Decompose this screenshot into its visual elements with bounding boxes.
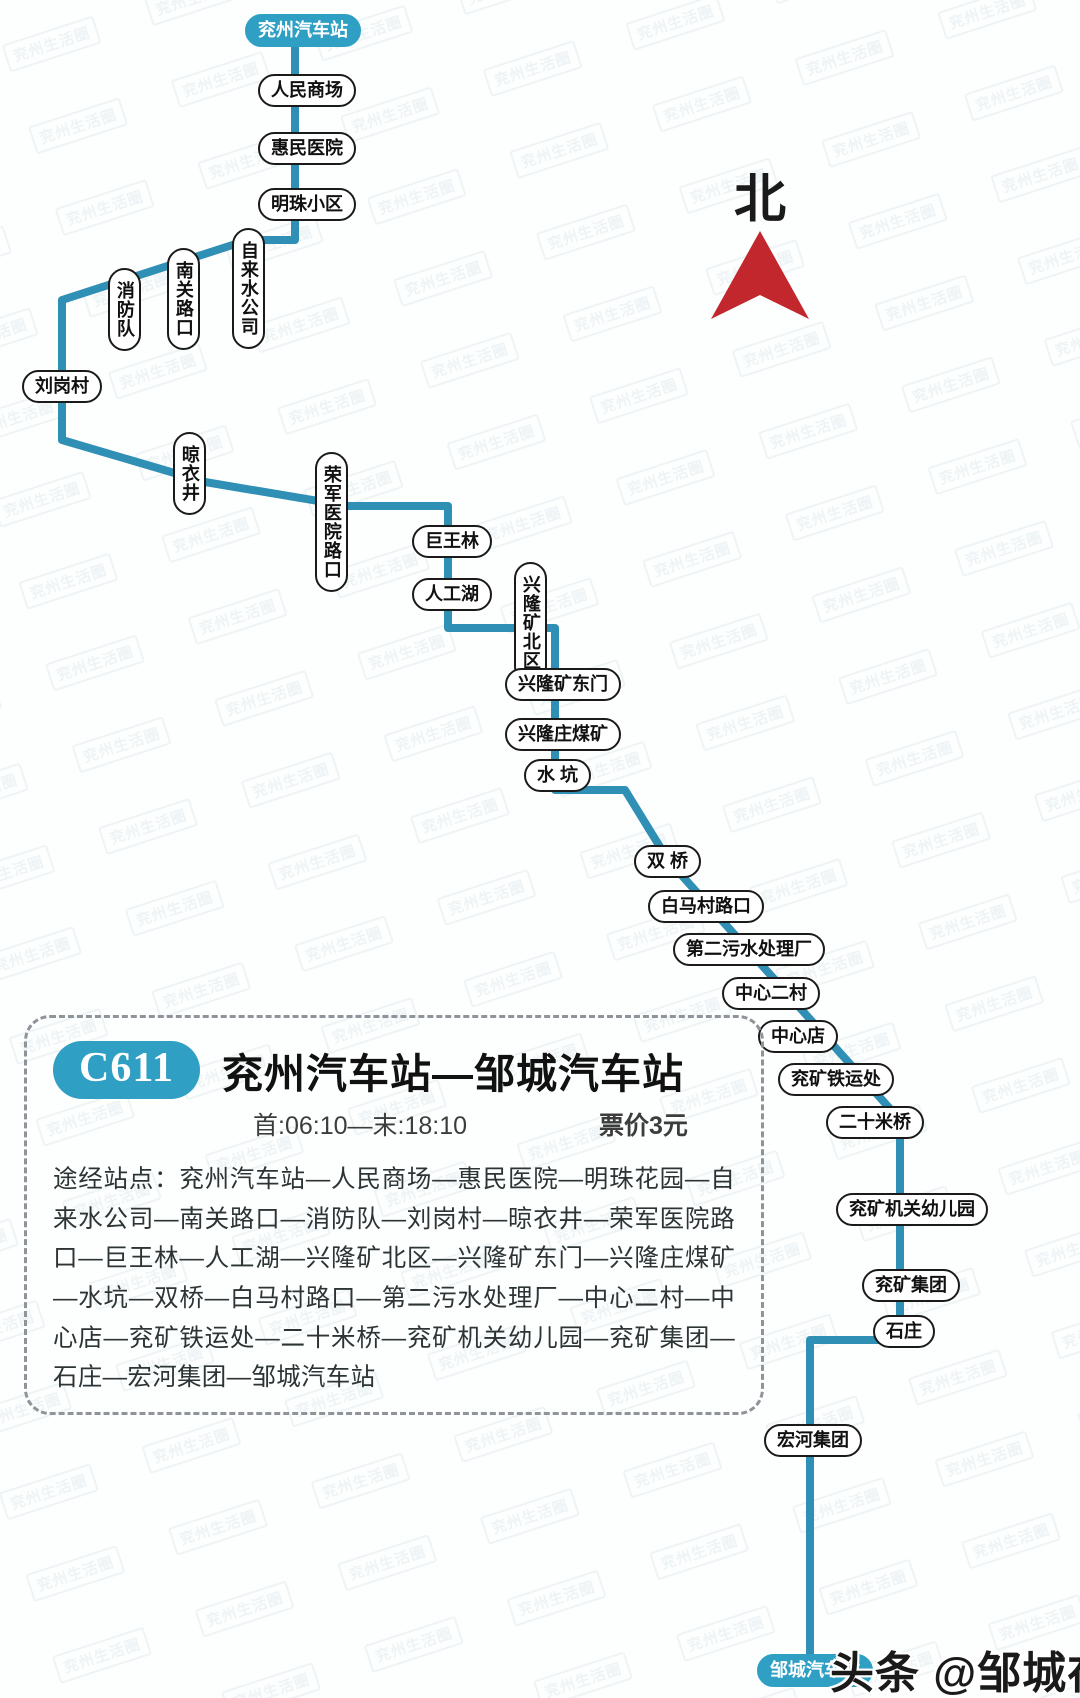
station-pill[interactable]: 南关路口 bbox=[167, 248, 200, 350]
station-pill[interactable]: 明珠小区 bbox=[258, 188, 356, 221]
station-pill[interactable]: 巨王林 bbox=[412, 525, 492, 558]
station-pill[interactable]: 兴隆矿东门 bbox=[505, 668, 621, 701]
compass: 北 bbox=[700, 175, 820, 326]
station-pill[interactable]: 第二污水处理厂 bbox=[673, 933, 825, 966]
station-pill[interactable]: 中心店 bbox=[758, 1020, 838, 1053]
station-pill[interactable]: 人民商场 bbox=[258, 74, 356, 107]
card-header: C611 兖州汽车站—邹城汽车站 bbox=[53, 1040, 735, 1100]
service-hours: 首:06:10—末:18:10 bbox=[253, 1112, 468, 1140]
station-pill[interactable]: 白马村路口 bbox=[648, 890, 764, 923]
route-code-badge: C611 bbox=[53, 1040, 201, 1100]
station-pill[interactable]: 荣军医院路口 bbox=[315, 452, 348, 592]
route-title: 兖州汽车站—邹城汽车站 bbox=[222, 1051, 685, 1097]
station-pill[interactable]: 兖矿机关幼儿园 bbox=[836, 1193, 988, 1226]
station-pill[interactable]: 自来水公司 bbox=[232, 228, 265, 349]
station-pill[interactable]: 消防队 bbox=[108, 268, 141, 351]
stops-paragraph: 途经站点：兖州汽车站—人民商场—惠民医院—明珠花园—自来水公司—南关路口—消防队… bbox=[53, 1166, 735, 1392]
station-pill[interactable]: 晾衣井 bbox=[173, 432, 206, 515]
card-subheader: 首:06:10—末:18:10 票价3元 bbox=[253, 1106, 735, 1142]
station-pill[interactable]: 中心二村 bbox=[722, 977, 820, 1010]
fare-label: 票价3元 bbox=[599, 1112, 688, 1140]
north-arrow-icon bbox=[700, 229, 820, 326]
station-pill[interactable]: 宏河集团 bbox=[764, 1424, 862, 1457]
route-info-card: C611 兖州汽车站—邹城汽车站 首:06:10—末:18:10 票价3元 途经… bbox=[24, 1015, 764, 1415]
station-pill[interactable]: 二十米桥 bbox=[826, 1106, 924, 1139]
station-pill[interactable]: 兖矿铁运处 bbox=[778, 1063, 894, 1096]
station-pill[interactable]: 石庄 bbox=[873, 1315, 935, 1348]
station-pill[interactable]: 惠民医院 bbox=[258, 132, 356, 165]
terminus-station-pill[interactable]: 邹城汽车站 bbox=[757, 1654, 873, 1687]
source-watermark: 头条 @邹城在线 bbox=[830, 1649, 1080, 1698]
station-pill[interactable]: 兴隆庄煤矿 bbox=[505, 718, 621, 751]
station-pill[interactable]: 兴隆矿北区 bbox=[514, 562, 547, 683]
terminus-station-pill[interactable]: 兖州汽车站 bbox=[245, 14, 361, 47]
compass-north-label: 北 bbox=[733, 172, 786, 229]
station-pill[interactable]: 双 桥 bbox=[634, 845, 702, 878]
station-pill[interactable]: 刘岗村 bbox=[22, 370, 102, 403]
station-pill[interactable]: 水 坑 bbox=[524, 759, 592, 792]
station-pill[interactable]: 兖矿集团 bbox=[862, 1269, 960, 1302]
station-pill[interactable]: 人工湖 bbox=[412, 578, 492, 611]
